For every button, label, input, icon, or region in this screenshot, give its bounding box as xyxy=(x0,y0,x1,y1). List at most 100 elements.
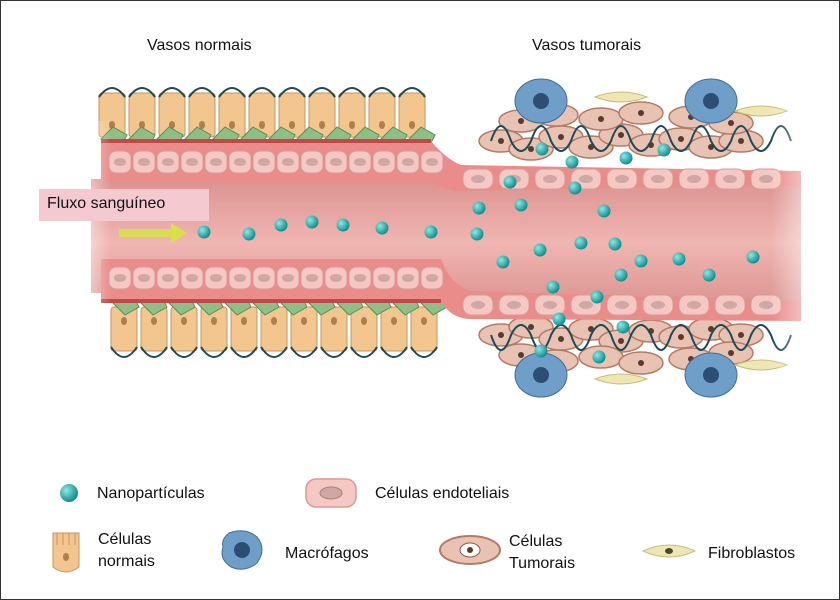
endothelial-nucleus xyxy=(687,175,701,183)
endothelial-nucleus xyxy=(282,274,294,282)
fibroblast xyxy=(595,92,647,102)
endothelial-nucleus xyxy=(258,274,270,282)
cell-nucleus xyxy=(181,317,187,325)
endothelial-nucleus xyxy=(210,158,222,166)
endothelial-nucleus xyxy=(210,274,222,282)
cell-nucleus xyxy=(271,317,277,325)
nanoparticle xyxy=(593,351,606,364)
nanoparticle xyxy=(306,216,319,229)
endothelial-nucleus xyxy=(306,158,318,166)
tumor-cell-nucleus xyxy=(618,338,624,344)
endothelial-nucleus xyxy=(651,175,665,183)
tumor-mass-bottom xyxy=(479,316,791,397)
endothelial-nucleus xyxy=(114,158,126,166)
endothelial-nucleus xyxy=(651,301,665,309)
cell-nucleus xyxy=(421,317,427,325)
nanoparticle xyxy=(598,205,611,218)
nanoparticle xyxy=(504,176,517,189)
tumor-cell-nucleus xyxy=(728,120,734,126)
legend-nanoparticle-icon xyxy=(60,484,78,502)
legend-tumor-cell-icon xyxy=(440,536,500,564)
nanoparticle xyxy=(673,253,686,266)
endothelial-nucleus xyxy=(306,274,318,282)
legend-nanoparticles-label: Nanopartículas xyxy=(97,483,205,504)
normal-cells-bottom xyxy=(111,299,447,357)
nanoparticle xyxy=(615,269,628,282)
legend-fibroblasts-label: Fibroblastos xyxy=(708,543,795,564)
nanoparticle xyxy=(425,226,438,239)
tumor-mass-top xyxy=(479,79,791,160)
nanoparticle xyxy=(617,321,630,334)
endothelial-nucleus xyxy=(426,158,438,166)
cell-nucleus xyxy=(241,317,247,325)
tumor-cell-nucleus xyxy=(618,132,624,138)
tumor-cell-nucleus xyxy=(638,360,644,366)
tumor-cell-nucleus xyxy=(678,334,684,340)
endothelial-nucleus xyxy=(258,158,270,166)
nanoparticle xyxy=(535,345,548,358)
tumor-cell-nucleus xyxy=(738,332,744,338)
nanoparticle xyxy=(198,226,211,239)
nanoparticle xyxy=(471,228,484,241)
nanoparticle xyxy=(515,199,528,212)
nanoparticle xyxy=(569,182,582,195)
endothelial-nucleus xyxy=(330,158,342,166)
nanoparticle xyxy=(376,222,389,235)
tumor-cell-nucleus xyxy=(558,134,564,140)
nanoparticle xyxy=(275,219,288,232)
endothelial-nucleus xyxy=(471,175,485,183)
normal-cells-top xyxy=(99,88,435,143)
cell-nucleus xyxy=(151,317,157,325)
endothelial-nucleus xyxy=(759,175,773,183)
fibroblast xyxy=(595,374,647,384)
flow-label-box: Fluxo sanguíneo xyxy=(39,189,209,221)
legend-endothelial-icon xyxy=(306,479,356,507)
fade-right xyxy=(771,81,840,441)
tumor-cell-nucleus xyxy=(598,116,604,122)
endothelial-nucleus xyxy=(507,301,521,309)
normal-cell xyxy=(201,307,227,351)
cell-nucleus xyxy=(391,317,397,325)
macrophage-nucleus xyxy=(703,93,719,109)
fade-left xyxy=(61,121,111,361)
nanoparticle xyxy=(566,156,579,169)
legend-macrophages-label: Macrófagos xyxy=(285,543,369,564)
cell-nucleus xyxy=(289,121,295,129)
legend-normal-cells-label-1: Células xyxy=(98,529,151,550)
endothelial-nucleus xyxy=(471,301,485,309)
tumor-cell-nucleus xyxy=(518,352,524,358)
cell-nucleus xyxy=(331,317,337,325)
nanoparticle xyxy=(658,144,671,157)
nanoparticle xyxy=(635,255,648,268)
cell-nucleus xyxy=(319,121,325,129)
endothelial-nucleus xyxy=(402,158,414,166)
legend-normal-cells-label-2: normais xyxy=(98,551,155,572)
legend-fibroblast-icon xyxy=(643,545,695,557)
tumor-cell-nucleus xyxy=(638,110,644,116)
endothelial-nucleus xyxy=(354,158,366,166)
endothelial-nucleus xyxy=(378,274,390,282)
endothelial-nucleus xyxy=(378,158,390,166)
endothelial-nucleus xyxy=(579,301,593,309)
legend-macrophage-icon xyxy=(222,531,262,570)
cell-nucleus xyxy=(259,121,265,129)
endothelial-nucleus xyxy=(723,175,737,183)
macrophage-nucleus xyxy=(703,367,719,383)
nanoparticle xyxy=(337,219,350,232)
nanoparticle xyxy=(609,238,622,251)
tumor-cell-nucleus xyxy=(528,146,534,152)
endothelial-nucleus xyxy=(234,274,246,282)
endothelial-nucleus xyxy=(723,301,737,309)
endothelial-nucleus xyxy=(162,274,174,282)
normal-cell xyxy=(351,307,377,351)
flow-label: Fluxo sanguíneo xyxy=(47,195,165,213)
nanoparticle xyxy=(620,152,633,165)
tumor-cell-nucleus xyxy=(498,332,504,338)
cell-nucleus xyxy=(121,317,127,325)
cell-nucleus xyxy=(229,121,235,129)
cell-nucleus xyxy=(349,121,355,129)
tumor-cell-nucleus xyxy=(728,350,734,356)
title-tumor-vessels: Vasos tumorais xyxy=(532,37,641,55)
cell-nucleus xyxy=(301,317,307,325)
nanoparticle xyxy=(534,244,547,257)
